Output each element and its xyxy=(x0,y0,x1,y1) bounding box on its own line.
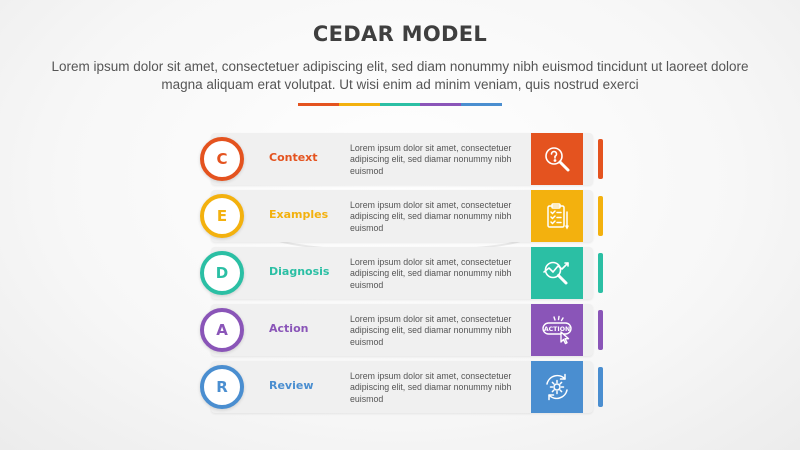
step-description: Lorem ipsum dolor sit amet, consectetuer… xyxy=(350,200,512,233)
title-color-bar xyxy=(298,103,502,106)
step-diagnosis: D Diagnosis Lorem ipsum dolor sit amet, … xyxy=(197,247,607,299)
step-label: Review xyxy=(269,379,314,392)
magnifier-chart-icon xyxy=(531,247,583,299)
page-title: CEDAR MODEL xyxy=(312,22,488,46)
step-card xyxy=(211,304,593,356)
step-context: C Context Lorem ipsum dolor sit amet, co… xyxy=(197,133,607,185)
step-letter-badge: E xyxy=(200,194,244,238)
step-description: Lorem ipsum dolor sit amet, consectetuer… xyxy=(350,371,512,404)
step-side-tab xyxy=(598,253,603,293)
step-label: Examples xyxy=(269,208,329,221)
step-action: A Action Lorem ipsum dolor sit amet, con… xyxy=(197,304,607,356)
step-description: Lorem ipsum dolor sit amet, consectetuer… xyxy=(350,314,512,347)
step-description: Lorem ipsum dolor sit amet, consectetuer… xyxy=(350,143,512,176)
step-label: Diagnosis xyxy=(269,265,330,278)
page-subtitle: Lorem ipsum dolor sit amet, consectetuer… xyxy=(51,59,749,92)
color-bar-segment xyxy=(461,103,502,106)
step-side-tab xyxy=(598,310,603,350)
action-button-click-icon: ACTION xyxy=(531,304,583,356)
step-side-tab xyxy=(598,139,603,179)
color-bar-segment xyxy=(420,103,462,106)
step-description: Lorem ipsum dolor sit amet, consectetuer… xyxy=(350,257,512,290)
icon-text: ACTION xyxy=(544,326,570,333)
step-card xyxy=(211,361,593,413)
color-bar-segment xyxy=(379,103,421,106)
step-side-tab xyxy=(598,196,603,236)
gear-cycle-icon xyxy=(531,361,583,413)
clipboard-checklist-icon xyxy=(531,190,583,242)
step-letter-badge: A xyxy=(200,308,244,352)
step-examples: E Examples Lorem ipsum dolor sit amet, c… xyxy=(197,190,607,242)
step-side-tab xyxy=(598,367,603,407)
color-bar-segment xyxy=(298,103,339,106)
step-card xyxy=(211,247,593,299)
step-card xyxy=(211,190,593,242)
step-review: R Review Lorem ipsum dolor sit amet, con… xyxy=(197,361,607,413)
step-label: Context xyxy=(269,151,318,164)
step-letter-badge: C xyxy=(200,137,244,181)
step-letter-badge: R xyxy=(200,365,244,409)
magnifier-question-icon xyxy=(531,133,583,185)
color-bar-segment xyxy=(338,103,380,106)
step-letter-badge: D xyxy=(200,251,244,295)
step-label: Action xyxy=(269,322,309,335)
step-card xyxy=(211,133,593,185)
